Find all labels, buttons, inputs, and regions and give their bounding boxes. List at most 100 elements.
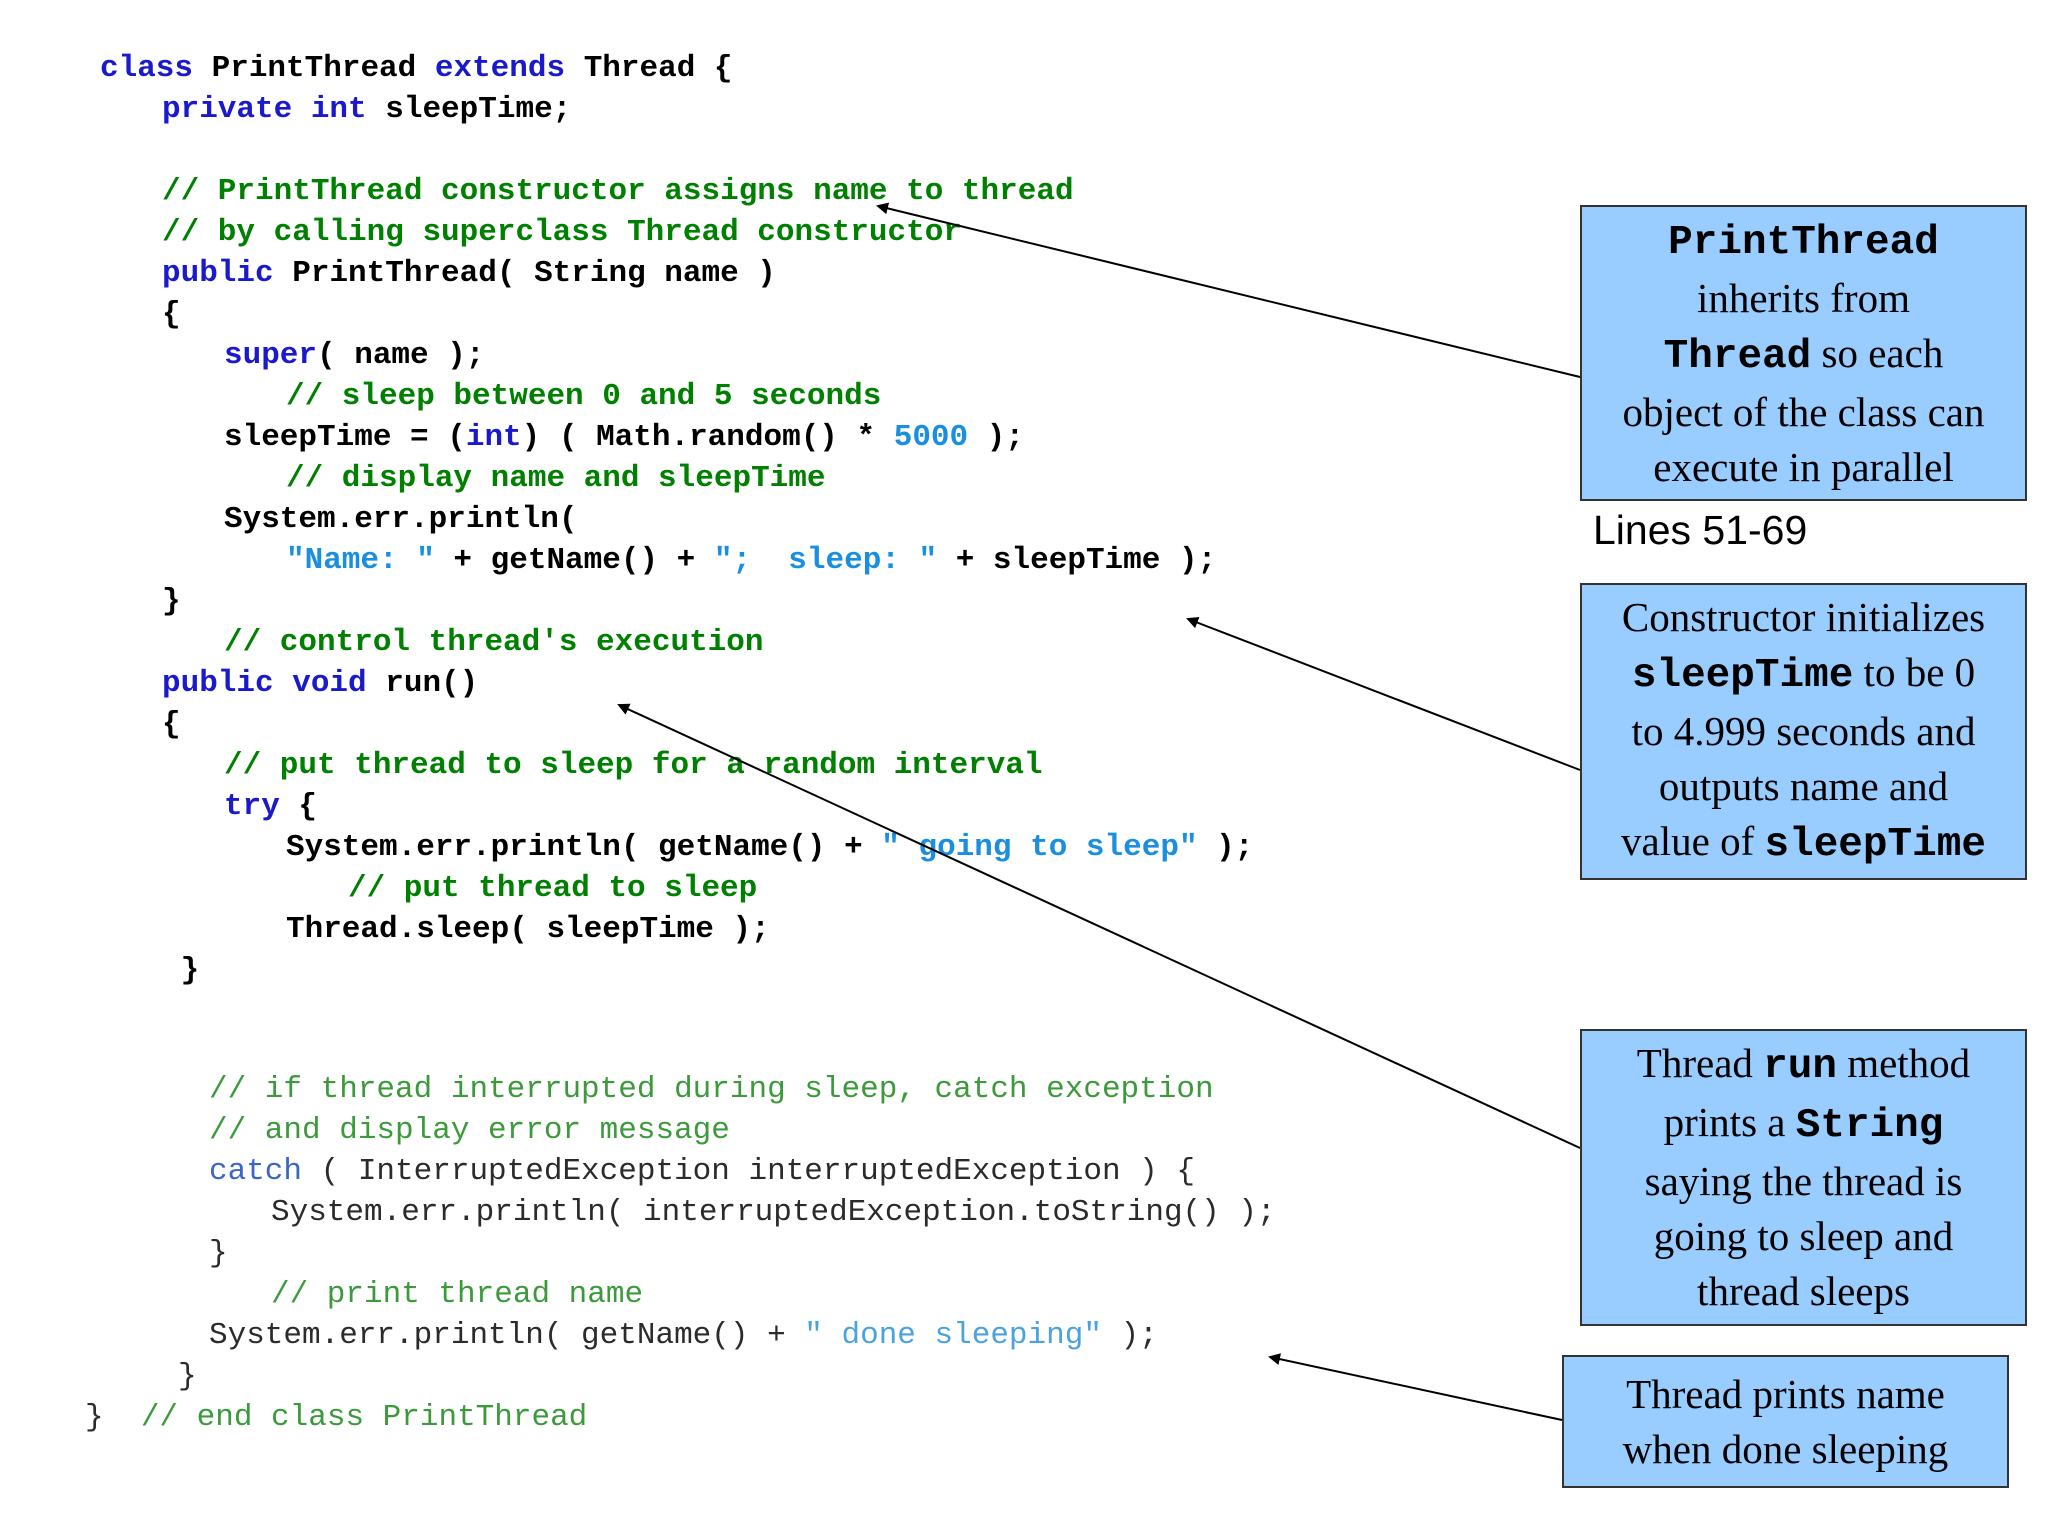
code-line: // control thread's execution [224, 622, 764, 663]
code-token: } [178, 1359, 197, 1394]
callout-phrase: Thread prints name [1626, 1370, 1945, 1417]
code-line: // if thread interrupted during sleep, c… [209, 1069, 1214, 1110]
lines-label: Lines 51-69 [1593, 507, 1808, 553]
callout-code-term: String [1795, 1103, 1944, 1149]
code-line: public void run() [162, 663, 478, 704]
code-token: Thread { [583, 51, 733, 86]
code-token: { [298, 789, 318, 824]
callout-phrase: Constructor initializes [1621, 594, 1986, 640]
code-token: } [180, 953, 200, 988]
code-token: super [224, 338, 318, 373]
code-token: 5000 [893, 420, 969, 455]
code-token: System.err.println( [224, 502, 578, 537]
code-token: // display name and sleepTime [286, 461, 826, 496]
code-token: // if thread interrupted during sleep, c… [209, 1072, 1214, 1107]
arrow-to-sleeptime-output [1186, 616, 1581, 771]
code-token: + getName() + [434, 543, 714, 578]
callout-phrase: so each [1811, 329, 1944, 376]
code-token: ); [1101, 1318, 1158, 1353]
callout-code-term: PrintThread [1668, 219, 1939, 266]
callout-phrase: thread sleeps [1697, 1268, 1910, 1314]
code-line: System.err.println( getName() + " going … [286, 827, 1253, 868]
code-token: "; sleep: " [713, 543, 938, 578]
code-line: // by calling superclass Thread construc… [162, 212, 962, 253]
code-token: PrintThread [211, 51, 435, 86]
code-token: System.err.println( getName() + [286, 830, 882, 865]
code-token: private int [162, 92, 386, 127]
code-line: // put thread to sleep [348, 868, 757, 909]
code-token: { [162, 297, 181, 332]
code-token: } [209, 1236, 228, 1271]
code-token: sleepTime; [385, 92, 572, 127]
code-token: // sleep between 0 and 5 seconds [286, 379, 882, 414]
callout-phrase: value of [1621, 818, 1765, 864]
code-token: // by calling superclass Thread construc… [162, 215, 962, 250]
code-token: // print thread name [271, 1277, 644, 1312]
callout-text: Constructor initializes sleepTime to be 0… [1582, 590, 2025, 873]
callout-phrase: going to sleep and [1653, 1213, 1954, 1259]
callout-phrase: when done sleeping [1622, 1425, 1949, 1472]
code-token: System.err.println( interruptedException… [271, 1195, 1276, 1230]
code-token: // PrintThread constructor assigns name … [162, 174, 1074, 209]
code-line: } [162, 581, 181, 622]
arrow-to-run-method [617, 703, 1581, 1149]
code-token: ) ( Math.random() * [521, 420, 894, 455]
callout-text: Thread prints name when done sleeping [1564, 1367, 2007, 1477]
code-token: // control thread's execution [224, 625, 764, 660]
callout-phrase: outputs name and [1658, 763, 1949, 809]
code-token: " going to sleep" [881, 830, 1198, 865]
callout-phrase: saying the thread is [1644, 1158, 1963, 1204]
code-token: class [100, 51, 212, 86]
arrow-to-constructor-comment [876, 202, 1581, 378]
arrow-to-done-sleeping [1268, 1353, 1563, 1421]
code-line: catch ( InterruptedException interrupted… [209, 1151, 1195, 1192]
callout-code-term: sleepTime [1764, 822, 1986, 868]
callout-done-sleeping: Thread prints name when done sleeping [1562, 1355, 2009, 1488]
callout-code-term: run [1763, 1044, 1837, 1090]
callout-phrase: to 4.999 seconds and [1631, 708, 1976, 754]
code-token: } [162, 584, 181, 619]
code-token: + sleepTime ); [937, 543, 1217, 578]
code-token: ); [1197, 830, 1254, 865]
code-token: // put thread to sleep [348, 871, 758, 906]
code-token: // and display error message [209, 1113, 730, 1148]
code-token: int [465, 420, 522, 455]
code-line: } // end class PrintThread [85, 1397, 587, 1438]
code-line: // put thread to sleep for a random inte… [224, 745, 1043, 786]
code-line: super( name ); [224, 335, 484, 376]
code-token: Thread.sleep( sleepTime ); [286, 912, 770, 947]
code-line: // print thread name [271, 1274, 643, 1315]
code-line: private int sleepTime; [162, 89, 571, 130]
code-token: " done sleeping" [804, 1318, 1102, 1353]
callout-code-term: sleepTime [1631, 653, 1854, 699]
callout-phrase: object of the class can [1622, 388, 1985, 435]
code-line: try { [224, 786, 317, 827]
code-line: System.err.println( [224, 499, 577, 540]
callout-phrase: to be 0 [1853, 649, 1976, 695]
code-line: "Name: " + getName() + "; sleep: " + sle… [286, 540, 1216, 581]
code-line: // sleep between 0 and 5 seconds [286, 376, 881, 417]
code-line: } [181, 950, 200, 991]
code-line: Thread.sleep( sleepTime ); [286, 909, 770, 950]
code-line: // PrintThread constructor assigns name … [162, 171, 1074, 212]
code-token: try [224, 789, 299, 824]
callout-phrase: method [1836, 1040, 1971, 1086]
code-line: public PrintThread( String name ) [162, 253, 776, 294]
code-line: } [209, 1233, 228, 1274]
code-token: PrintThread( String name ) [292, 256, 776, 291]
code-line: System.err.println( interruptedException… [271, 1192, 1276, 1233]
code-token: extends [434, 51, 584, 86]
code-token: ( InterruptedException interruptedExcept… [302, 1154, 1195, 1189]
code-token: // put thread to sleep for a random inte… [224, 748, 1043, 783]
code-line: sleepTime = (int) ( Math.random() * 5000… [224, 417, 1024, 458]
code-token: { [162, 707, 181, 742]
code-token: } [85, 1400, 141, 1435]
code-token: System.err.println( getName() + [209, 1318, 805, 1353]
code-token: ( name ); [317, 338, 485, 373]
